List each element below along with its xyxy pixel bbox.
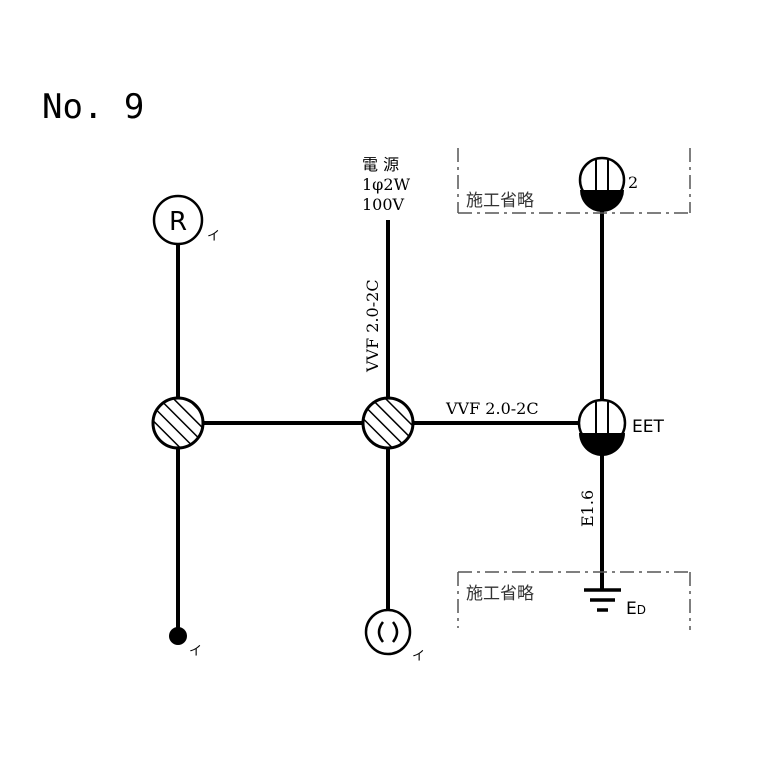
diagram-title: No. 9 (42, 87, 144, 127)
lamp-r-label: R (169, 207, 187, 237)
junction-box-icon (361, 396, 415, 450)
wires (176, 202, 604, 630)
ground-icon (584, 588, 621, 612)
cable-label-horizontal: VVF 2.0-2C (445, 399, 539, 418)
junction-box-icon (151, 396, 205, 450)
receptacle-eet-icon (577, 398, 627, 456)
power-phase-label: 1φ2W (362, 175, 411, 194)
cable-label-earth: E1.6 (578, 490, 597, 527)
receptacle-eet-label: EET (632, 417, 664, 437)
ground-label: ED (626, 599, 646, 619)
ceiling-switch-label: イ (412, 649, 425, 664)
power-voltage-label: 100V (362, 195, 405, 214)
power-source-label: 電 源 (362, 155, 399, 174)
lamp-r-icon (152, 194, 204, 246)
lamp-switch-label: イ (207, 229, 220, 244)
cable-label-feed: VVF 2.0-2C (363, 279, 382, 373)
pilot-lamp-icon (169, 627, 187, 645)
omitted-label-bottom: 施工省略 (466, 584, 534, 604)
ceiling-fixture-icon (364, 608, 412, 656)
omitted-box-bottom (457, 571, 691, 630)
omitted-label-top: 施工省略 (466, 191, 534, 211)
pilot-switch-label: イ (189, 644, 202, 659)
receptacle-top-label: 2 (628, 173, 638, 192)
omitted-box-top (457, 148, 691, 214)
receptacle-top-icon (578, 156, 626, 212)
